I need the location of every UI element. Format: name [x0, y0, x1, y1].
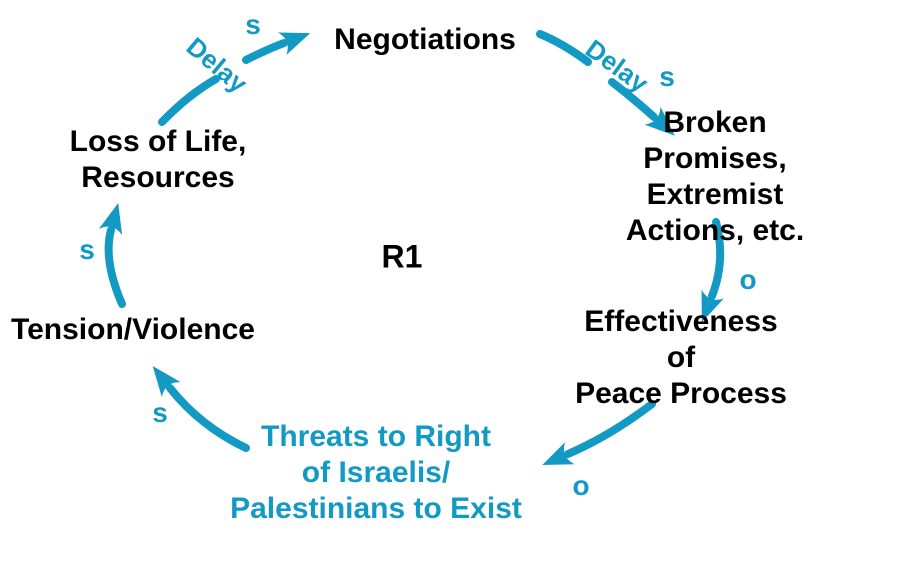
- arrow-tension-to-loss: [98, 202, 126, 308]
- polarity-s-loss-to-negotiations: s: [245, 9, 261, 40]
- loop-label-r1: R1: [381, 238, 423, 275]
- polarity-o-broken-promises-to-effectiveness: o: [739, 264, 757, 295]
- node-tension-violence: Tension/Violence: [11, 313, 255, 346]
- node-broken-promises: Broken Promises, Extremist Actions, etc.: [625, 106, 805, 247]
- arrow-loss-to-negotiations: [158, 32, 311, 126]
- polarity-s-threats-to-tension: s: [152, 397, 168, 428]
- node-negotiations: Negotiations: [334, 23, 516, 56]
- arrow-negotiations-to-broken-promises: [536, 30, 675, 136]
- polarity-s-tension-to-loss: s: [79, 234, 95, 265]
- node-loss-of-life-resources: Loss of Life, Resources: [69, 125, 247, 194]
- node-effectiveness-peace-process: Effectiveness of Peace Process: [575, 305, 787, 410]
- arrow-effectiveness-to-threats: [542, 400, 656, 466]
- node-threats-to-right-to-exist: Threats to Right of Israelis/ Palestinia…: [230, 420, 522, 525]
- arrow-broken-promises-to-effectiveness: [701, 218, 725, 323]
- polarity-s-negotiations-to-broken-promises: s: [659, 61, 675, 92]
- arrow-threats-to-tension: [152, 366, 250, 452]
- polarity-o-effectiveness-to-threats: o: [572, 470, 590, 501]
